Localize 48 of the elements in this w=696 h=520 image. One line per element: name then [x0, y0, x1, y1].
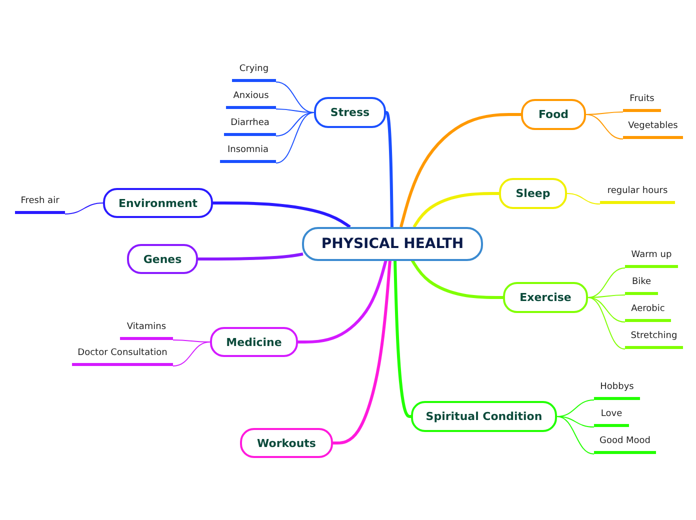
topic-box: Genes [127, 244, 198, 274]
subtopic-label: Stretching [625, 331, 683, 349]
subtopic-label: Diarrhea [224, 118, 276, 136]
topic-box: Environment [103, 188, 213, 218]
connector-line [556, 416, 594, 454]
connector-line [566, 193, 600, 204]
connector-line [276, 82, 314, 113]
subtopic-label: Fruits [623, 94, 661, 112]
subtopic-label: Insomnia [220, 145, 276, 163]
topic-box: Stress [314, 97, 386, 128]
topic-box: Workouts [240, 428, 333, 458]
connector-line [410, 259, 503, 299]
connector-line [213, 202, 351, 228]
subtopic-label: Hobbys [594, 382, 640, 400]
subtopic-label: Bike [625, 277, 658, 295]
subtopic-label: Anxious [226, 91, 276, 109]
connector-line [64, 202, 104, 214]
topic-box: Food [521, 99, 586, 130]
subtopic-label: Good Mood [594, 436, 656, 454]
connector-line [556, 416, 594, 428]
connector-line [172, 342, 210, 366]
topic-box: Spiritual Condition [411, 401, 557, 432]
subtopic-label: Doctor Consultation [72, 348, 173, 366]
subtopic-label: regular hours [600, 186, 675, 204]
connector-line [384, 111, 394, 228]
subtopic-label: Love [594, 409, 629, 427]
connector-line [588, 297, 626, 322]
subtopic-label: Aerobic [625, 304, 671, 322]
subtopic-label: Warm up [625, 250, 678, 268]
topic-box: Sleep [499, 178, 567, 209]
connector-line [298, 260, 388, 344]
connector-line [588, 268, 626, 298]
connector-line [412, 192, 499, 228]
connector-line [400, 113, 521, 228]
central-topic: PHYSICAL HEALTH [302, 227, 483, 261]
subtopic-label: Vitamins [120, 322, 173, 340]
topic-box: Medicine [210, 327, 298, 357]
connector-line [276, 112, 314, 164]
connector-line [276, 112, 314, 136]
connector-line [198, 252, 304, 260]
connector-line [586, 114, 624, 140]
connector-line [394, 260, 412, 418]
subtopic-label: Vegetables [623, 121, 683, 139]
subtopic-label: Fresh air [15, 196, 65, 214]
connector-line [588, 297, 626, 350]
subtopic-label: Crying [232, 64, 276, 82]
topic-box: Exercise [503, 282, 588, 313]
connector-line [333, 260, 392, 444]
